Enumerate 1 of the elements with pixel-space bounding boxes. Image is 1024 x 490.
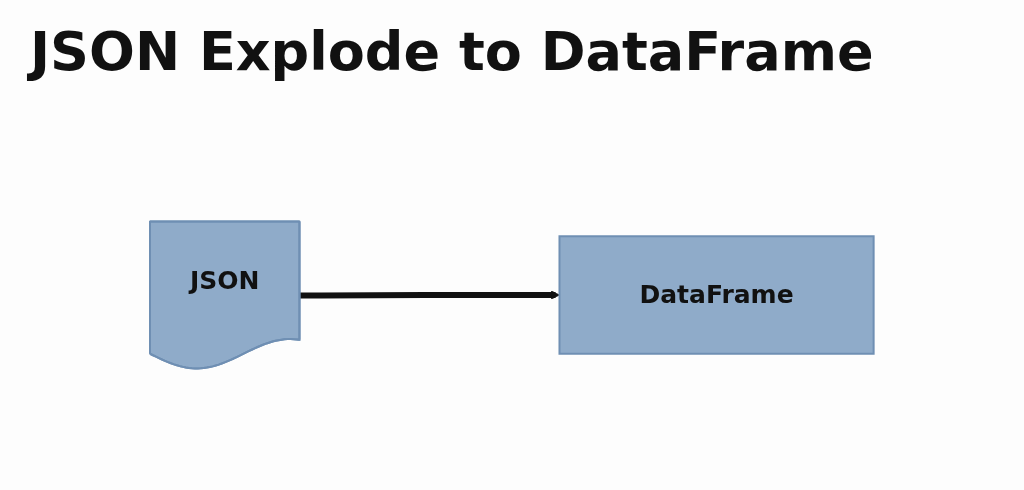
node-box: DataFrame [558, 235, 875, 355]
